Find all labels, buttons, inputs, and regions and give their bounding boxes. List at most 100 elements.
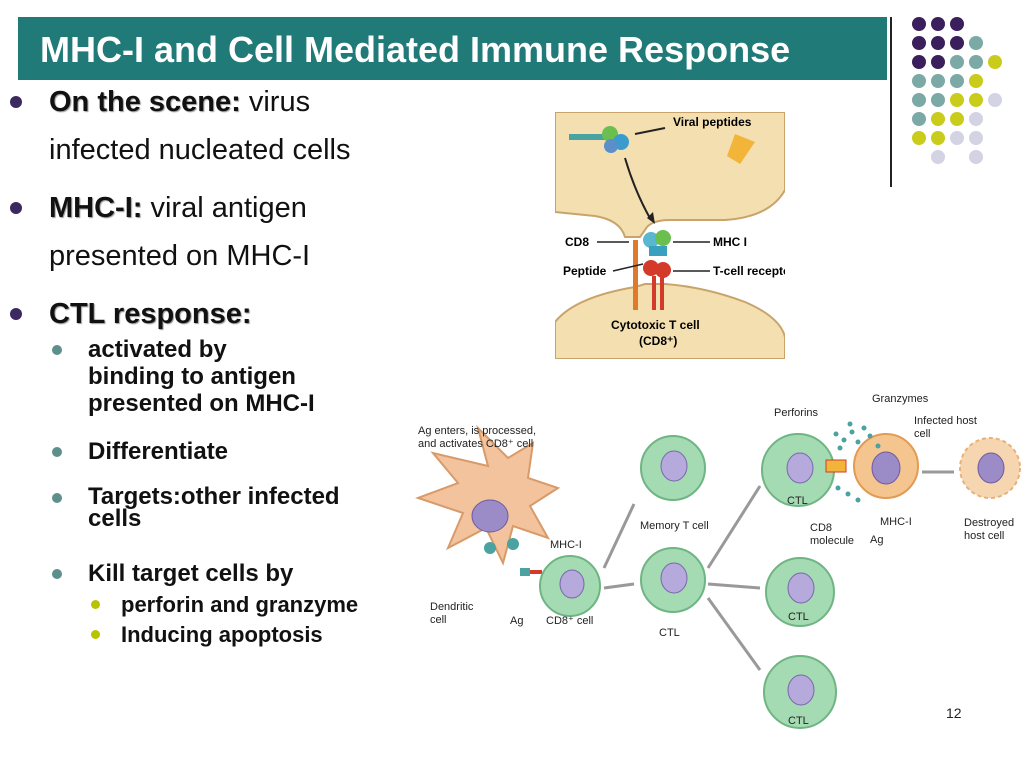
cd8-molecule-icon	[633, 240, 638, 310]
tcr-icon	[643, 260, 671, 310]
decor-dot	[931, 112, 945, 126]
label-ctl-bottom: CTL	[788, 715, 809, 727]
mhc1-molecule-icon	[643, 230, 671, 256]
nucleus-icon	[787, 572, 815, 604]
label-ag-left: Ag	[510, 615, 523, 627]
bullet-dot-icon	[91, 600, 100, 609]
decor-dot	[931, 36, 945, 50]
bullet-text: presented on MHC-I	[49, 240, 311, 272]
label-cd8-mol-2: molecule	[810, 535, 854, 547]
label-cd8: CD8	[565, 235, 589, 249]
decor-dot	[931, 93, 945, 107]
label-ag-right: Ag	[870, 534, 883, 546]
mhc1-icon	[520, 568, 530, 576]
decor-dot	[950, 93, 964, 107]
decor-dot	[969, 36, 983, 50]
arrow-head-icon	[647, 212, 655, 224]
label-perforins: Perforins	[774, 407, 819, 419]
sub-bullet-targets: Targets:other infected cells	[52, 485, 340, 531]
decor-dot	[950, 17, 964, 31]
decor-dot	[950, 131, 964, 145]
title-divider-line	[890, 17, 892, 187]
label-peptide: Peptide	[563, 264, 607, 278]
label-infected-1: Infected host	[914, 415, 977, 427]
dendritic-cell-icon	[415, 424, 561, 566]
decor-dot	[912, 131, 926, 145]
synapse-icon	[825, 459, 847, 473]
label-destroyed-1: Destroyed	[964, 517, 1014, 529]
antigen-icon	[507, 538, 519, 550]
label-cd8-plus: (CD8⁺)	[639, 334, 677, 348]
decor-dot	[912, 74, 926, 88]
arrow-icon	[706, 485, 762, 569]
bullet-dot-icon	[52, 345, 62, 355]
label-viral-peptides: Viral peptides	[673, 115, 752, 129]
label-mhc1-right: MHC-I	[880, 516, 912, 528]
bullet-text: viral antigen	[150, 192, 307, 224]
bullet-heading: MHC-I:	[49, 192, 143, 224]
viral-protein-icon	[569, 126, 629, 153]
bullet-dot-icon	[10, 202, 22, 214]
label-ag-enters-1: Ag enters, is processed,	[418, 425, 536, 437]
sub-sub-bullet-apoptosis: Inducing apoptosis	[91, 620, 323, 650]
decor-dot	[969, 131, 983, 145]
label-dendritic-2: cell	[430, 614, 447, 626]
decor-dot	[912, 17, 926, 31]
arrow-icon	[706, 597, 762, 671]
label-mhc1-left: MHC-I	[550, 539, 582, 551]
label-tcr: T-cell receptor	[713, 264, 785, 278]
decor-dot	[931, 131, 945, 145]
label-destroyed-2: host cell	[964, 530, 1004, 542]
nucleus-icon	[660, 562, 688, 594]
bullet-text: virus	[248, 86, 311, 118]
label-mhc1: MHC I	[713, 235, 747, 249]
decor-dot	[912, 36, 926, 50]
decor-dot	[931, 150, 945, 164]
sub-bullet-kill: Kill target cells by	[52, 560, 293, 587]
arrow-icon	[624, 157, 652, 221]
nucleus-icon	[787, 674, 815, 706]
label-ctl-top: CTL	[787, 495, 808, 507]
mhc-tcr-figure: Viral peptides CD8 MHC I Peptide T-cell …	[555, 112, 785, 359]
decor-dot	[969, 55, 983, 69]
label-memory: Memory T cell	[640, 520, 709, 532]
bullet-dot-icon	[10, 308, 22, 320]
antigen-icon	[484, 542, 496, 554]
bullet-heading: CTL response:	[49, 298, 252, 330]
decor-dot	[969, 150, 983, 164]
leader-line	[612, 263, 644, 272]
decor-dot	[988, 55, 1002, 69]
label-cytotoxic-t-cell: Cytotoxic T cell	[611, 318, 700, 332]
sub-bullet-differentiate: Differentiate	[52, 438, 228, 465]
nucleus-icon	[977, 452, 1005, 484]
label-ctl-right-mid: CTL	[788, 611, 809, 623]
label-cd8-mol-1: CD8	[810, 522, 832, 534]
decor-dot	[950, 36, 964, 50]
label-dendritic-1: Dendritic	[430, 601, 474, 613]
bullet-dot-icon	[10, 96, 22, 108]
nucleus-icon	[871, 451, 901, 485]
ctl-activation-figure: Ag enters, is processed, and activates C…	[415, 393, 1021, 729]
decor-dot	[950, 55, 964, 69]
title-bar: MHC-I and Cell Mediated Immune Response	[18, 17, 887, 80]
bullet-dot-icon	[91, 630, 100, 639]
label-granzymes: Granzymes	[872, 393, 929, 405]
decor-dot	[931, 55, 945, 69]
label-cd8-cell: CD8⁺ cell	[546, 615, 593, 627]
arrow-icon	[707, 582, 761, 590]
arrow-icon	[603, 582, 635, 590]
decor-dot	[931, 17, 945, 31]
decor-dot	[969, 93, 983, 107]
decor-dot	[988, 93, 1002, 107]
bullet-dot-icon	[52, 569, 62, 579]
decor-dot	[969, 112, 983, 126]
nucleus-icon	[786, 452, 814, 484]
slide-title: MHC-I and Cell Mediated Immune Response	[40, 29, 791, 70]
page-number: 12	[946, 705, 962, 721]
granzyme-perforin-particles-icon	[833, 421, 881, 503]
label-infected-2: cell	[914, 428, 931, 440]
nucleus-icon	[471, 499, 509, 533]
t-cell-membrane	[555, 283, 785, 359]
viral-peptide-icon	[727, 134, 755, 164]
tcr-icon	[530, 570, 542, 574]
